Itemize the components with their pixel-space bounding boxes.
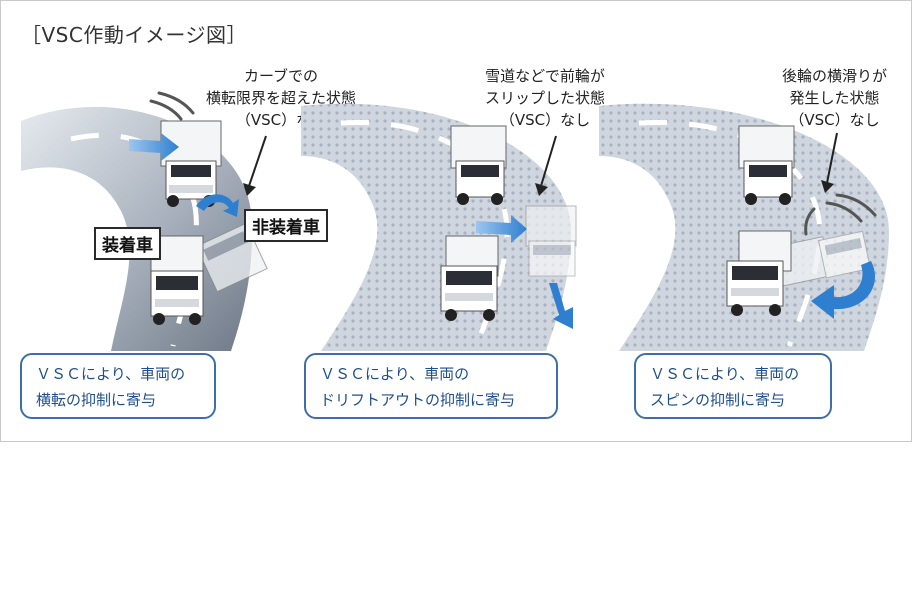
panel-spin-annotation: 後輪の横滑りが 発生した状態 （VSC）なし — [782, 67, 888, 129]
label-equipped: 装着車 — [94, 227, 161, 260]
label-not-equipped: 非装着車 — [244, 209, 328, 242]
panel-driftout-caption: ＶＳＣにより、車両の ドリフトアウトの抑制に寄与 — [304, 353, 558, 419]
panel-driftout-annotation: 雪道などで前輪が スリップした状態 （VSC）なし — [485, 67, 606, 129]
snow-road-curve — [599, 103, 889, 351]
truck-with-vsc-icon — [440, 235, 499, 321]
truck-with-vsc-icon — [726, 230, 792, 316]
panel-rollover-caption: ＶＳＣにより、車両の 横転の抑制に寄与 — [20, 353, 216, 419]
truck-no-vsc-icon — [160, 120, 222, 207]
direction-arrow — [476, 215, 527, 243]
driftout-arrow — [549, 283, 573, 329]
panel-spin-caption: ＶＳＣにより、車両の スピンの抑制に寄与 — [634, 353, 832, 419]
truck-no-vsc-icon — [450, 125, 507, 205]
panel-driftout-illustration — [301, 61, 611, 361]
diagram-title: ［VSC作動イメージ図］ — [21, 23, 247, 47]
spin-arrow — [811, 261, 876, 319]
diagram-frame: ［VSC作動イメージ図］ — [0, 0, 912, 442]
truck-with-vsc-icon — [150, 235, 204, 325]
rotation-arrow — [196, 194, 239, 217]
truck-no-vsc-icon — [738, 125, 795, 205]
panel-spin-illustration — [599, 61, 911, 361]
direction-arrow — [129, 133, 179, 161]
